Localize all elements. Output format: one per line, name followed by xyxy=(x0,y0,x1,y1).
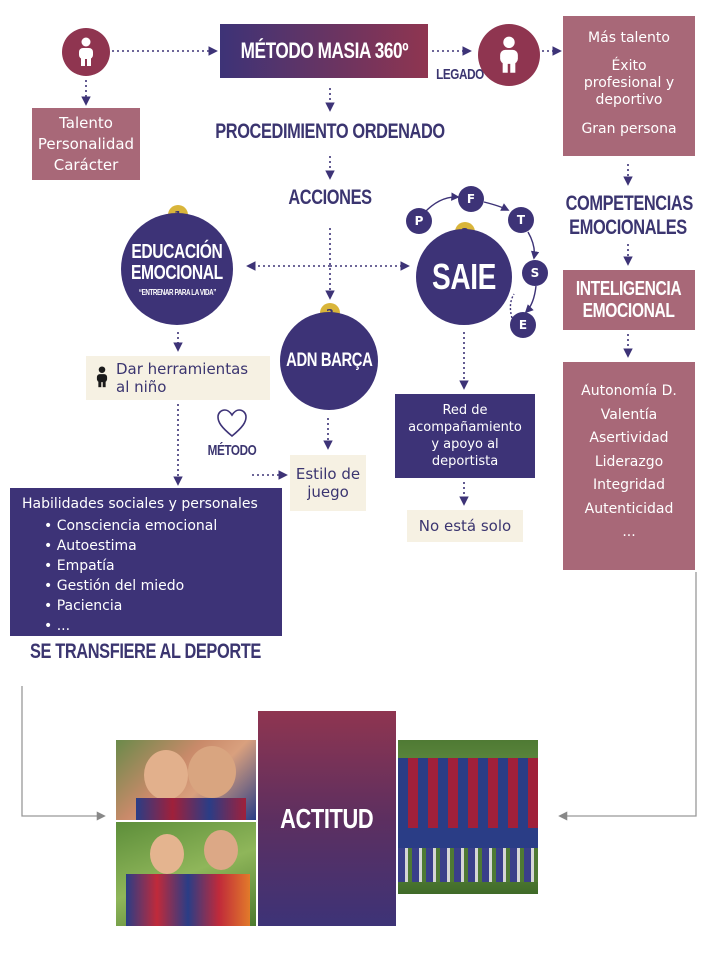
legado-label: LEGADO xyxy=(436,66,484,83)
habilidad-item: • Consciencia emocional xyxy=(44,518,218,534)
quality-item: Valentía xyxy=(600,406,658,423)
photo-jersey xyxy=(126,874,250,926)
no-solo-box: No está solo xyxy=(407,510,523,542)
quality-item: Autonomía D. xyxy=(581,383,677,399)
photo-children-top xyxy=(116,740,256,820)
estilo-line2: juego xyxy=(307,483,349,501)
talento-line: Talento xyxy=(59,113,113,132)
inteligencia-line2: EMOCIONAL xyxy=(583,300,675,322)
quality-item: Asertividad xyxy=(589,430,669,446)
saie-letter-t: T xyxy=(508,207,534,233)
saie-letter-f: F xyxy=(458,186,484,212)
heart-icon xyxy=(217,409,247,438)
herramientas-line1: Dar herramientas xyxy=(116,360,249,378)
outcomes-box: Más talento Éxito profesional y deportiv… xyxy=(563,16,695,156)
exito-profesional: Éxito profesional y deportivo xyxy=(583,58,675,108)
adn-barca-circle: ADN BARÇA xyxy=(280,312,378,410)
method-box: MÉTODO MASIA 360º xyxy=(220,24,428,78)
competencias-heading: COMPETENCIAS EMOCIONALES xyxy=(565,192,694,240)
habilidades-box: Habilidades sociales y personales • Cons… xyxy=(10,488,282,636)
talento-box: Talento Personalidad Carácter xyxy=(32,108,140,180)
photo-players xyxy=(398,758,538,828)
photo-children-bottom xyxy=(116,822,256,926)
red-box: Red de acompañamiento y apoyo al deporti… xyxy=(395,394,535,478)
procedimiento-label: PROCEDIMIENTO ORDENADO xyxy=(215,120,445,143)
quality-item: Autenticidad xyxy=(584,500,674,517)
habilidad-item: • ... xyxy=(44,618,71,634)
habilidad-item: • Autoestima xyxy=(44,538,137,554)
educacion-line2: EMOCIONAL xyxy=(131,261,223,284)
actitud-box: ACTITUD xyxy=(258,711,396,926)
photo-team-huddle xyxy=(398,740,538,894)
actitud-label: ACTITUD xyxy=(280,802,374,834)
personalidad-line: Personalidad xyxy=(37,134,135,153)
person-icon-circle-right xyxy=(478,24,540,86)
saie-arc-p-f xyxy=(423,192,460,214)
competencias-line1: COMPETENCIAS xyxy=(565,192,694,215)
photo-shorts xyxy=(398,828,538,848)
person-icon xyxy=(79,37,93,66)
estilo-box: Estilo de juego xyxy=(290,455,366,511)
photo-face xyxy=(204,830,238,870)
photo-face xyxy=(150,834,184,874)
quality-item: ... xyxy=(622,524,636,540)
habilidad-item: • Gestión del miedo xyxy=(44,578,185,594)
saie-arc-s-e xyxy=(524,285,537,314)
competencias-line2: EMOCIONALES xyxy=(569,216,687,239)
adn-barca-title: ADN BARÇA xyxy=(285,350,373,371)
red-line: acompañamiento xyxy=(408,420,522,435)
herramientas-line2: al niño xyxy=(116,378,167,396)
method-title: MÉTODO MASIA 360º xyxy=(240,38,408,63)
red-line: Red de xyxy=(442,403,488,418)
line-right-to-actitud xyxy=(558,572,697,821)
quality-item: Liderazgo xyxy=(594,453,664,470)
photo-face xyxy=(144,750,188,800)
habilidad-item: • Paciencia xyxy=(44,598,123,614)
mas-talento: Más talento xyxy=(588,30,670,46)
photo-jersey xyxy=(136,798,246,820)
inteligencia-line1: INTELIGENCIA xyxy=(576,278,682,300)
child-icon xyxy=(96,366,108,388)
acciones-label: ACCIONES xyxy=(288,186,372,209)
line-left-to-actitud xyxy=(21,686,106,821)
saie-letter-p: P xyxy=(406,208,432,234)
no-solo-text: No está solo xyxy=(418,517,512,535)
educacion-subtitle: “ENTRENAR PARA LA VIDA” xyxy=(138,287,216,297)
transfiere-label: SE TRANSFIERE AL DEPORTE xyxy=(30,640,261,663)
saie-circle: SAIE xyxy=(416,229,512,325)
quality-item: Integridad xyxy=(593,477,665,493)
saie-arc-e-left xyxy=(509,293,515,319)
person-icon-circle-left xyxy=(62,28,110,76)
person-icon xyxy=(500,36,518,73)
herramientas-box: Dar herramientas al niño xyxy=(86,356,270,400)
inteligencia-box: INTELIGENCIA EMOCIONAL xyxy=(563,270,695,330)
caracter-line: Carácter xyxy=(53,155,119,174)
saie-arc-f-t xyxy=(483,201,510,211)
photo-socks xyxy=(398,848,538,882)
saie-letter-e: E xyxy=(510,312,536,338)
saie-title: SAIE xyxy=(432,256,496,297)
estilo-line1: Estilo de xyxy=(295,465,361,483)
habilidad-item: • Empatía xyxy=(44,558,115,574)
qualities-box: Autonomía D. Valentía Asertividad Lidera… xyxy=(563,362,695,570)
red-line: deportista xyxy=(431,454,499,469)
habilidades-title: Habilidades sociales y personales xyxy=(22,496,258,512)
educacion-emocional-circle: EDUCACIÓN EMOCIONAL “ENTRENAR PARA LA VI… xyxy=(121,213,233,325)
gran-persona: Gran persona xyxy=(581,121,677,137)
saie-arc-t-s xyxy=(527,231,540,260)
saie-letter-s: S xyxy=(522,260,548,286)
red-line: y apoyo al xyxy=(431,437,499,452)
educacion-line1: EDUCACIÓN xyxy=(131,240,223,263)
metodo-label: MÉTODO xyxy=(207,442,257,459)
photo-face xyxy=(188,746,236,798)
